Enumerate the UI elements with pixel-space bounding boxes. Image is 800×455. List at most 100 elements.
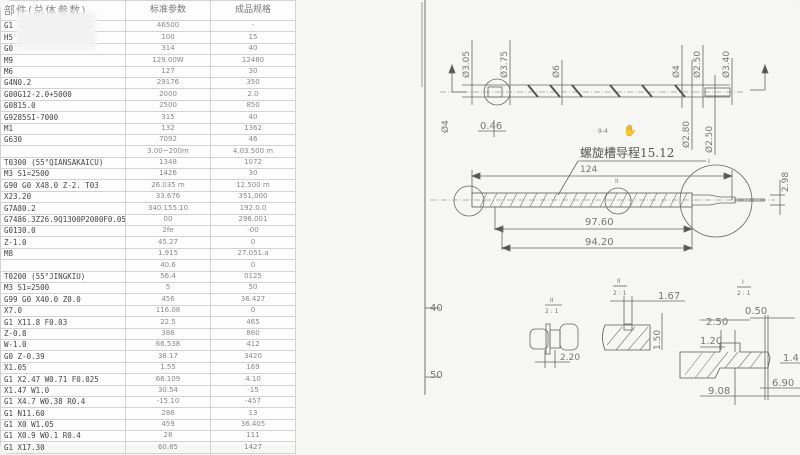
cell-standard-value: 100 <box>125 31 211 44</box>
cell-standard-value: 30.54 <box>125 384 211 397</box>
detail-right-14: 1.4 <box>783 353 799 364</box>
dim-d305: Ø3.05 <box>461 51 472 78</box>
cell-spec-value: 192.0.0 <box>210 202 296 215</box>
cell-part-code: Z-1.0 <box>0 236 126 249</box>
detail-right-250: 2.50 <box>706 317 728 328</box>
cell-spec-value: 36.405 <box>210 418 296 432</box>
detail-mid-height: 1.50 <box>653 330 663 350</box>
cell-spec-value: 30 <box>210 65 296 78</box>
cell-spec-value: 0 <box>210 259 296 272</box>
column-header-spec: 成品规格 <box>210 0 296 21</box>
cell-part-code: M8 <box>0 247 126 261</box>
cell-part-code: M3 S1=2500 <box>0 168 126 181</box>
cell-part-code: M3 S1=2500 <box>0 281 126 295</box>
cell-part-code: T0200 (55°JINGKIU) <box>0 270 126 284</box>
cell-standard-value: 459 <box>125 418 211 432</box>
cell-spec-value: -457 <box>210 395 296 409</box>
detail-left-scale: 2 : 1 <box>545 308 559 315</box>
cell-standard-value: 28 <box>125 430 211 443</box>
cell-part-code: M1 <box>0 122 126 135</box>
cell-standard-value: 1.915 <box>125 247 211 261</box>
cell-part-code <box>0 145 126 158</box>
dim-9420: 94.20 <box>585 237 614 248</box>
cell-standard-value: 22.5 <box>125 316 211 329</box>
cell-spec-value: -00 <box>210 225 296 238</box>
cell-spec-value: -15 <box>210 384 296 397</box>
view-label: 9-4 <box>598 128 608 135</box>
cell-part-code: G4N0.2 <box>0 76 126 90</box>
cell-spec-value: 0 <box>210 304 296 318</box>
detail-mid-name: II <box>617 278 621 285</box>
cell-standard-value: 66.538 <box>125 338 211 352</box>
cell-spec-value: 169 <box>210 361 296 375</box>
detail-right-050: 0.50 <box>745 306 767 317</box>
cell-part-code: G630 <box>0 133 126 147</box>
cell-standard-value: 129.00W <box>125 54 211 67</box>
cell-spec-value: 3420 <box>210 350 296 363</box>
cell-part-code: G0815.0 <box>0 99 126 113</box>
cell-spec-value: 40 <box>210 42 296 56</box>
dim-298: 2.98 <box>781 172 791 192</box>
cell-spec-value: 1427 <box>210 441 296 454</box>
cell-spec-value: 465 <box>210 316 296 329</box>
cell-part-code: X1.05 <box>0 361 126 375</box>
dim-d6: Ø6 <box>551 65 562 78</box>
dim-d250-bottom: Ø2.50 <box>704 126 715 153</box>
detail-marker-II: II <box>615 178 619 185</box>
dim-046: 0.46 <box>480 121 502 132</box>
cell-standard-value: 2fe <box>125 225 211 238</box>
cell-part-code <box>0 259 126 272</box>
cell-standard-value: 29176 <box>125 76 211 90</box>
cell-part-code: W-1.0 <box>0 338 126 352</box>
cell-part-code: M6 <box>0 65 126 78</box>
cell-spec-value: 36.427 <box>210 293 296 306</box>
cell-part-code: X7.0 <box>0 304 126 318</box>
cell-standard-value: 7092 <box>125 133 211 147</box>
detail-marker-I: I <box>708 158 710 165</box>
cell-part-code: Z-0.8 <box>0 327 126 340</box>
cell-standard-value: 1426 <box>125 168 211 181</box>
cell-spec-value: 0125 <box>210 270 296 284</box>
cell-standard-value: 26.035 m <box>125 179 211 192</box>
detail-right-name: I <box>742 279 744 286</box>
cell-part-code: X1.47 W1.0 <box>0 384 126 397</box>
cell-part-code: G90 G0 X48.0 Z-2. T03 <box>0 179 126 192</box>
dim-9760: 97.60 <box>585 217 614 228</box>
cell-spec-value: 111 <box>210 430 296 443</box>
cell-part-code: G0 Z-0.39 <box>0 350 126 363</box>
cell-part-code: G00G12-2.0+5000 <box>0 88 126 101</box>
table-row: G1 X4.7 W0.38 R0.4-15.10-457 <box>0 395 296 409</box>
cell-spec-value: 1362 <box>210 122 296 135</box>
cell-spec-value: 351,000 <box>210 190 296 204</box>
dim-d340: Ø3.40 <box>721 51 732 78</box>
cell-part-code: G0130.0 <box>0 225 126 238</box>
detail-right-690: 6.90 <box>772 378 794 389</box>
detail-right-scale: 2 : 1 <box>737 290 751 297</box>
cell-standard-value: 38.17 <box>125 350 211 363</box>
cell-spec-value: 30 <box>210 168 296 181</box>
dim-d4-right: Ø4 <box>671 65 682 78</box>
cell-standard-value: 132 <box>125 122 211 135</box>
spiral-groove-note: 螺旋槽导程15.12 <box>580 145 674 160</box>
